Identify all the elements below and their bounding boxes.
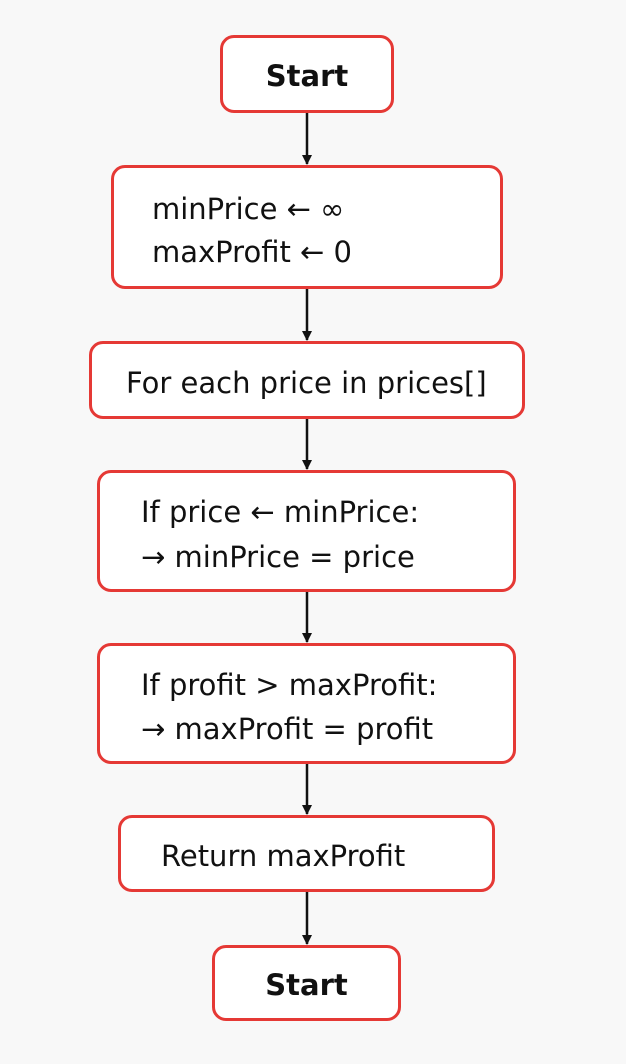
start-node-bottom-label: Start xyxy=(265,968,348,1002)
loop-label: For each price in prices[] xyxy=(126,366,487,400)
condition-min-price-line-2: → minPrice = price xyxy=(141,540,415,574)
init-line-max-profit: maxProfit ← 0 xyxy=(152,235,353,269)
return-node: Return maxProfit xyxy=(118,815,495,892)
start-node-top-label: Start xyxy=(265,59,349,93)
condition-min-price-line-1: If price ← minPrice: xyxy=(141,495,420,529)
condition-max-profit-line-2: → maxProfit = profit xyxy=(141,712,434,746)
condition-max-profit-node: If profit > maxProfit: → maxProfit = pro… xyxy=(97,643,516,764)
condition-max-profit-line-1: If profit > maxProfit: xyxy=(141,668,438,702)
return-label: Return maxProfit xyxy=(161,839,406,873)
condition-min-price-node: If price ← minPrice: → minPrice = price xyxy=(97,470,516,592)
start-node-top: Start xyxy=(220,35,394,113)
start-node-bottom: Start xyxy=(212,945,401,1021)
init-node: minPrice ← ∞ maxProfit ← 0 xyxy=(111,165,503,289)
loop-node: For each price in prices[] xyxy=(89,341,525,419)
init-line-min-price: minPrice ← ∞ xyxy=(152,192,345,226)
